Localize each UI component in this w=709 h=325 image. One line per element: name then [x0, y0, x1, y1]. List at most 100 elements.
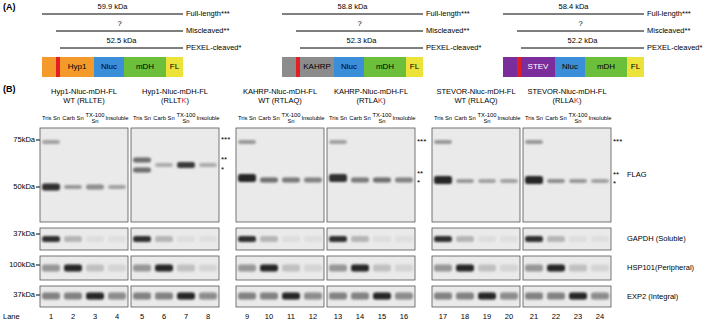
figure-label: Hyp1-Nluc-mDH-FL: [142, 88, 208, 96]
figure-label: 20: [505, 313, 513, 321]
blot-band: [133, 265, 151, 272]
figure-label: TX-100 Sn: [370, 112, 394, 125]
domain-label: STEV: [528, 63, 549, 72]
figure-label: 52.3 kDa: [346, 37, 376, 45]
marker-tick: [36, 140, 40, 141]
blot-band: [155, 236, 173, 242]
blot-band: [282, 178, 300, 183]
blot-band: [260, 236, 278, 242]
blot-band: [86, 185, 104, 190]
blot-band: [547, 179, 565, 183]
blot-band: [199, 236, 217, 242]
blot-panel: [432, 228, 520, 250]
figure-label: EXP2 (Integral): [627, 293, 678, 301]
blot-band: [478, 265, 496, 272]
figure-label: TX-100 Sn: [279, 112, 303, 125]
blot-band: [547, 293, 565, 300]
blot-panel: [40, 228, 128, 250]
domain-label: mDH: [597, 63, 615, 72]
figure-label: Carb Sn: [152, 115, 176, 121]
figure-label: Carb Sn: [257, 115, 281, 121]
figure-label: 2: [71, 313, 75, 321]
figure-label: PEXEL-cleaved*: [186, 44, 241, 52]
figure-label: 18: [461, 313, 469, 321]
blot-panel: [432, 286, 520, 307]
figure-label: **: [221, 156, 227, 165]
figure-label: (RTLAK): [356, 97, 385, 105]
figure-label: 75kDa: [13, 136, 35, 144]
marker-tick: [36, 265, 40, 266]
blot-band: [64, 236, 82, 242]
figure-label: Insoluble: [497, 115, 521, 121]
figure-label: 6: [162, 313, 166, 321]
figure-label: 10: [265, 313, 273, 321]
length-line: [60, 48, 183, 49]
figure-label: 58.4 kDa: [558, 3, 588, 11]
blot-band: [456, 293, 474, 300]
length-line: [56, 31, 183, 32]
blot-panel: [40, 286, 128, 307]
blot-panel: [40, 128, 128, 222]
figure-label: **: [417, 170, 423, 179]
figure-label: 22: [552, 313, 560, 321]
blot-band: [591, 236, 609, 242]
blot-band: [304, 236, 322, 242]
blot-band: [478, 236, 496, 242]
figure-label: 37kDa: [13, 230, 35, 238]
figure-label: Carb Sn: [348, 115, 372, 121]
domain-label: KAHRP: [303, 63, 331, 72]
blot-band: [525, 140, 543, 144]
blot-band: [155, 265, 173, 272]
figure-label: ***: [221, 136, 230, 145]
blot-band: [329, 265, 347, 272]
domain-label: Nluc: [562, 63, 578, 72]
blot-band: [351, 236, 369, 242]
blot-band: [108, 265, 126, 272]
blot-band: [569, 265, 587, 272]
blot-band: [86, 293, 104, 300]
blot-panel: [131, 286, 219, 307]
blot-band: [434, 236, 452, 242]
blot-band: [282, 236, 300, 242]
blot-band: [591, 179, 609, 183]
domain-box: mDH: [364, 57, 406, 77]
blot-panel: [327, 128, 415, 222]
figure-label: 3: [93, 313, 97, 321]
figure-label: (RLLTK): [161, 97, 189, 105]
figure-label: KAHRP-Nluc-mDH-FL: [334, 88, 408, 96]
blot-band: [591, 293, 609, 300]
blot-band: [525, 265, 543, 272]
blot-panel: [131, 256, 219, 280]
figure-label: Tris Sn: [130, 115, 154, 121]
blot-band: [351, 178, 369, 183]
figure-label: 15: [378, 313, 386, 321]
domain-label: Nluc: [341, 63, 357, 72]
figure-label: (RLLAK): [553, 97, 582, 105]
blot-band: [86, 236, 104, 242]
blot-band: [64, 293, 82, 300]
figure-label: Carb Sn: [544, 115, 568, 121]
figure-label: Full-length***: [426, 10, 470, 18]
blot-band: [282, 265, 300, 272]
blot-band: [395, 236, 413, 242]
signal-segment: [282, 57, 296, 77]
blot-band: [395, 265, 413, 272]
length-line: [296, 31, 423, 32]
blot-band: [373, 293, 391, 300]
figure-label: 8: [206, 313, 210, 321]
figure-label: Insoluble: [588, 115, 612, 121]
blot-band: [547, 236, 565, 242]
figure-label: 52.2 kDa: [567, 37, 597, 45]
domain-box: FL: [166, 57, 183, 77]
blot-band: [177, 265, 195, 272]
blot-band: [373, 265, 391, 272]
figure-label: 16: [400, 313, 408, 321]
blot-band: [525, 293, 543, 300]
blot-panel: [327, 228, 415, 250]
blot-band: [478, 179, 496, 183]
figure-label: 4: [115, 313, 119, 321]
blot-band: [329, 140, 347, 144]
figure-label: 12: [309, 313, 317, 321]
blot-band: [591, 265, 609, 272]
